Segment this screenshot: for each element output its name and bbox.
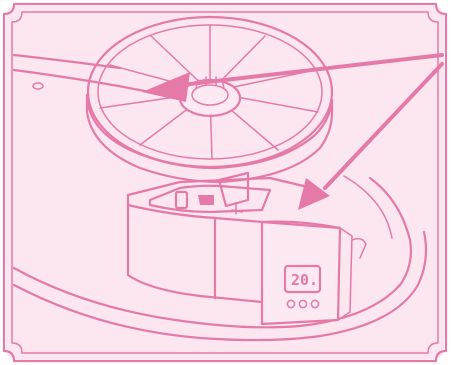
display-reading: 20. [291,271,318,289]
